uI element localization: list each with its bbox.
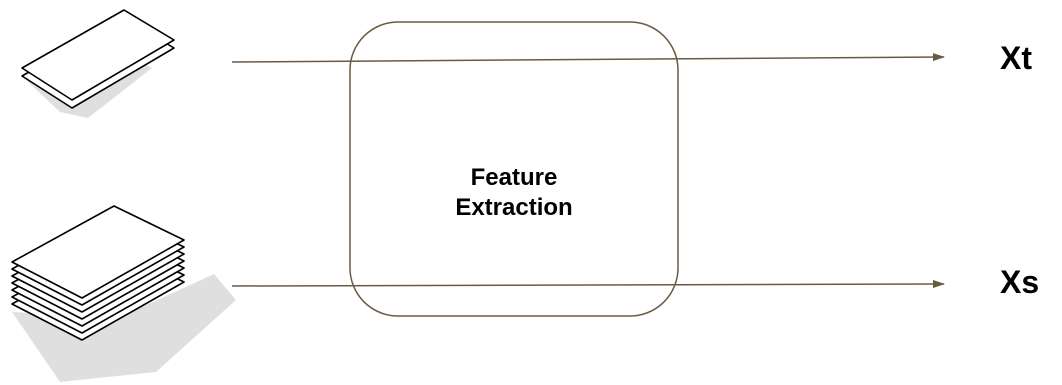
bottom-flow-arrow <box>231 280 945 289</box>
document-stack-large-icon <box>11 205 236 382</box>
feature-extraction-label-line1: Feature <box>470 164 558 191</box>
feature-extraction-label-line2: Extraction <box>455 194 573 221</box>
paper-sheet <box>11 205 185 299</box>
paper-sheet <box>21 9 175 101</box>
feature-extraction-box <box>349 21 679 317</box>
stack-shadow <box>12 274 236 382</box>
output-label-xs: Xs <box>1000 264 1040 300</box>
feature-extraction-label: Feature Extraction <box>350 163 678 223</box>
document-stack-small-icon <box>21 9 175 118</box>
top-flow-arrow <box>231 53 945 63</box>
output-label-xt: Xt <box>1000 40 1032 76</box>
